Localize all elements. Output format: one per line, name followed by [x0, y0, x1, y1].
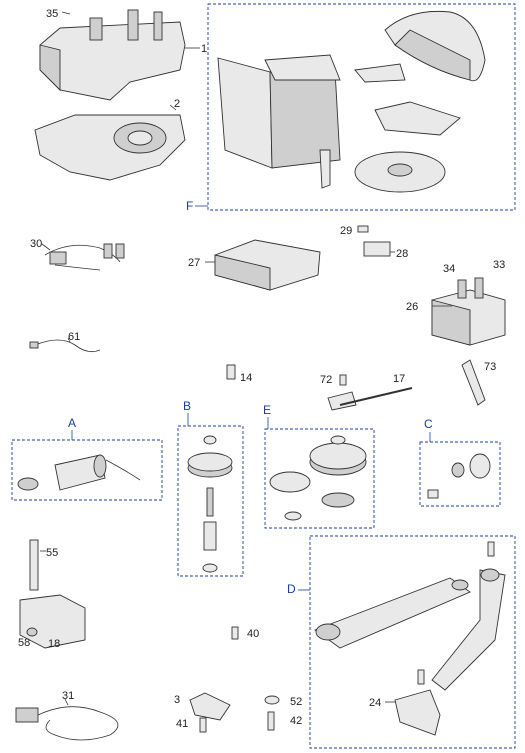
label-24: 24	[369, 697, 381, 709]
label-42: 42	[290, 715, 302, 727]
label-58: 58	[18, 637, 30, 649]
part-31-cord	[15, 698, 119, 741]
group-b-label: B	[183, 399, 191, 413]
group-e-box	[264, 428, 375, 529]
group-c-label: C	[424, 417, 433, 431]
part-40	[231, 626, 239, 640]
label-33: 33	[493, 259, 505, 271]
part-3-41	[189, 692, 231, 733]
label-28: 28	[396, 248, 408, 260]
label-72: 72	[320, 374, 332, 386]
group-e-gears	[269, 435, 367, 521]
label-29: 29	[340, 225, 352, 237]
label-31: 31	[62, 690, 74, 702]
part-30-cable	[41, 243, 125, 271]
label-30: 30	[30, 238, 42, 250]
group-a-box	[11, 439, 163, 501]
label-2: 2	[174, 98, 180, 110]
label-52: 52	[290, 696, 302, 708]
group-f-parts	[217, 10, 486, 193]
label-17: 17	[393, 373, 405, 385]
label-34: 34	[443, 263, 455, 275]
group-a-label: A	[68, 416, 76, 430]
label-40: 40	[247, 628, 259, 640]
part-27-board	[205, 239, 321, 291]
label-27: 27	[188, 257, 200, 269]
group-f-label: F	[186, 199, 193, 213]
part-52-42	[264, 695, 280, 731]
part-61-wire	[29, 337, 101, 353]
part-72-17	[327, 374, 413, 411]
label-18: 18	[48, 638, 60, 650]
label-14: 14	[240, 372, 252, 384]
label-61: 61	[68, 331, 80, 343]
group-b-box	[177, 425, 244, 577]
label-41: 41	[176, 718, 188, 730]
label-3: 3	[174, 694, 180, 706]
label-26: 26	[406, 301, 418, 313]
group-d-label: D	[287, 582, 296, 596]
group-d-box	[309, 535, 516, 749]
label-1: 1	[201, 43, 207, 55]
group-c-box	[419, 441, 501, 507]
part-26-transformer	[431, 277, 506, 346]
label-55: 55	[46, 547, 58, 559]
group-a-motor	[17, 454, 141, 491]
group-c-parts	[427, 453, 491, 499]
group-d-arm	[314, 541, 506, 736]
group-f-box	[207, 3, 516, 211]
label-73: 73	[484, 361, 496, 373]
part-73-lever	[461, 359, 486, 406]
part-14	[226, 364, 236, 380]
part-55-18-58	[19, 539, 86, 649]
group-b-gears	[187, 435, 233, 573]
group-e-label: E	[263, 403, 271, 417]
part-2-baseplate	[34, 104, 186, 181]
part-1-housing	[39, 9, 200, 101]
label-35: 35	[46, 8, 58, 20]
part-29-28	[357, 225, 395, 257]
